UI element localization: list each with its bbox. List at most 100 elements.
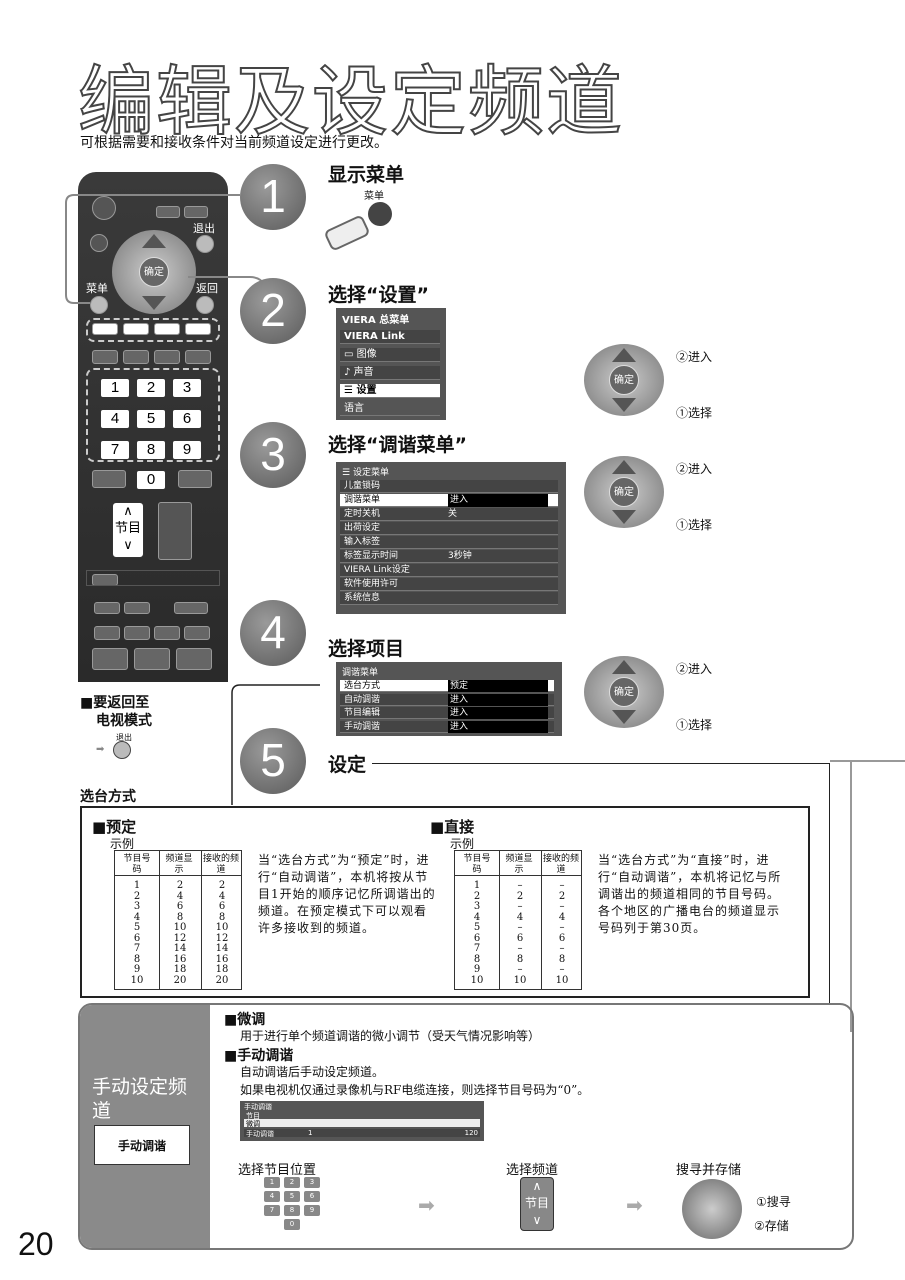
number-key-0[interactable]: 0 <box>136 470 166 490</box>
program-rocker[interactable]: ∧ 节目 ∨ <box>112 502 144 558</box>
color-button[interactable] <box>154 323 180 335</box>
down-chevron-icon: ∨ <box>532 1213 542 1227</box>
setup-menu-row[interactable]: 出荷设定 <box>340 522 558 535</box>
table-cell: 6 <box>133 932 141 944</box>
table-cell: – <box>559 922 565 933</box>
menu-item-sound[interactable]: ♪ 声音 <box>340 366 440 380</box>
manual-tuning-text-1: 自动调谐后手动设定频道。 <box>240 1065 385 1079</box>
number-key[interactable]: 8 <box>284 1205 300 1216</box>
menu-item-picture[interactable]: ▭ 图像 <box>340 348 440 362</box>
menu-item-viera-link[interactable]: VIERA Link <box>340 330 440 344</box>
function-button[interactable] <box>185 350 211 364</box>
remote-top-button[interactable] <box>184 206 208 218</box>
remote-top-button[interactable] <box>156 206 180 218</box>
setup-menu-row[interactable]: 定时关机关 <box>340 508 558 521</box>
ok-button[interactable]: 确定 <box>609 477 639 507</box>
tuning-menu-row[interactable]: 手动调谐进入 <box>340 720 554 733</box>
setup-menu-row[interactable]: 输入标签 <box>340 536 558 549</box>
table-cell: – <box>517 964 523 975</box>
menu-item-setup[interactable]: ☰ 设置 <box>340 384 440 398</box>
preset-description: 当“选台方式”为“预定”时，进行“自动调谐”，本机将按从节目1开始的顺序记忆所调… <box>258 853 436 935</box>
menu-button[interactable] <box>90 296 108 314</box>
number-key-8[interactable]: 8 <box>136 440 166 460</box>
number-key-1[interactable]: 1 <box>100 378 130 398</box>
setup-menu-row[interactable]: 系统信息 <box>340 592 558 605</box>
table-cell: 20 <box>173 974 187 986</box>
number-key[interactable]: 5 <box>284 1191 300 1202</box>
manual-tuning-box: 手动设定频道 手动调谐 ■微调 用于进行单个频道调谐的微小调节（受天气情况影响等… <box>78 1003 854 1250</box>
setup-menu-row[interactable]: 儿童锁码 <box>340 480 558 493</box>
remote-side-button[interactable] <box>90 234 108 252</box>
selection-dpad[interactable]: 确定 <box>584 456 664 528</box>
number-key[interactable]: 1 <box>264 1177 280 1188</box>
function-button[interactable] <box>94 602 120 614</box>
function-button[interactable] <box>123 350 149 364</box>
function-button[interactable] <box>154 626 180 640</box>
number-key-2[interactable]: 2 <box>136 378 166 398</box>
number-key[interactable]: 4 <box>264 1191 280 1202</box>
exit-button[interactable] <box>196 235 214 253</box>
number-key[interactable]: 9 <box>304 1205 320 1216</box>
setup-menu-row[interactable]: VIERA Link设定 <box>340 564 558 577</box>
function-button[interactable] <box>174 602 208 614</box>
function-button[interactable] <box>94 626 120 640</box>
row-value: 进入 <box>448 693 548 706</box>
number-key-5[interactable]: 5 <box>136 409 166 429</box>
function-button[interactable] <box>176 648 212 670</box>
manual-tuning-button[interactable]: 手动调谐 <box>94 1125 190 1165</box>
menu-label: 菜单 <box>86 282 108 295</box>
number-key-6[interactable]: 6 <box>172 409 202 429</box>
function-button[interactable] <box>92 350 118 364</box>
color-buttons-group <box>86 318 220 342</box>
table-cell: 4 <box>558 911 566 923</box>
row-name: 出荷设定 <box>344 523 381 533</box>
arrow-right-icon: ➡ <box>418 1193 435 1217</box>
number-key[interactable]: 0 <box>284 1219 300 1230</box>
ok-button[interactable]: 确定 <box>609 365 639 395</box>
power-button[interactable] <box>92 196 116 220</box>
number-key[interactable]: 2 <box>284 1177 300 1188</box>
function-button[interactable] <box>124 602 150 614</box>
back-button[interactable] <box>196 296 214 314</box>
table-header: 接收的频道 <box>543 854 580 875</box>
function-button[interactable] <box>134 648 170 670</box>
selection-dpad[interactable]: 确定 <box>584 344 664 416</box>
table-header: 节目号码 <box>123 854 151 875</box>
ok-button[interactable]: 确定 <box>609 677 639 707</box>
number-key[interactable]: 7 <box>264 1205 280 1216</box>
color-button[interactable] <box>123 323 149 335</box>
color-button[interactable] <box>185 323 211 335</box>
function-button[interactable] <box>154 350 180 364</box>
tuning-menu-title: 调谐菜单 <box>342 668 379 678</box>
function-button[interactable] <box>92 470 126 488</box>
number-key[interactable]: 6 <box>304 1191 320 1202</box>
number-key-4[interactable]: 4 <box>100 409 130 429</box>
viera-brand: VIERA <box>342 315 376 326</box>
function-button[interactable] <box>124 626 150 640</box>
number-key-9[interactable]: 9 <box>172 440 202 460</box>
color-button[interactable] <box>92 323 118 335</box>
function-button[interactable] <box>92 648 128 670</box>
table-cell: 10 <box>215 922 229 933</box>
program-rocker-icon: ∧ 节目 ∨ <box>520 1177 554 1231</box>
function-button[interactable] <box>178 470 212 488</box>
number-key-3[interactable]: 3 <box>172 378 202 398</box>
setup-menu-row[interactable]: 软件使用许可 <box>340 578 558 591</box>
table-cell: 6 <box>558 932 566 944</box>
tuning-menu-row[interactable]: 选台方式预定 <box>340 680 554 692</box>
menu-item-language[interactable]: 语言 <box>340 402 440 416</box>
selection-dpad[interactable]: 确定 <box>584 656 664 728</box>
number-key[interactable]: 3 <box>304 1177 320 1188</box>
remote-dpad[interactable]: 确定 <box>112 230 196 314</box>
setup-menu-row[interactable]: 调谐菜单进入 <box>340 494 558 507</box>
ok-button[interactable]: 确定 <box>139 257 169 287</box>
function-button[interactable] <box>184 626 210 640</box>
tuning-menu-row[interactable]: 自动调谐进入 <box>340 693 554 706</box>
number-key-7[interactable]: 7 <box>100 440 130 460</box>
table-cell: 8 <box>218 911 226 923</box>
volume-rocker[interactable] <box>158 502 192 560</box>
menu-item-label: 声音 <box>353 367 374 378</box>
tuning-menu-row[interactable]: 节目编辑进入 <box>340 707 554 719</box>
